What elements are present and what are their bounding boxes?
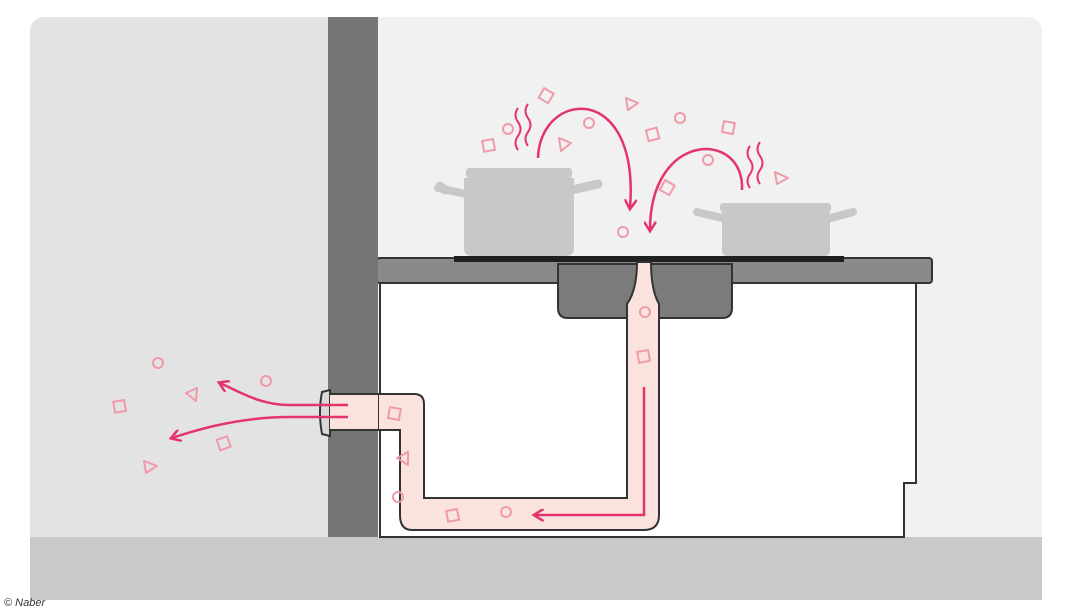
particle-square-icon — [112, 86, 736, 523]
particle-triangle-icon — [143, 97, 789, 474]
outdoor-panel — [30, 17, 350, 600]
exhaust-duct — [377, 261, 660, 531]
wall-vent-outlet — [319, 388, 331, 438]
image-credit: © Naber — [4, 597, 46, 609]
particle-circle-icon — [152, 112, 714, 518]
wall — [328, 17, 378, 537]
left-pot — [434, 168, 603, 256]
steam-wave-icon — [514, 103, 764, 189]
right-pot — [693, 203, 857, 256]
cooktop-glass — [454, 256, 844, 262]
airflow-arrow-icon — [172, 107, 744, 515]
